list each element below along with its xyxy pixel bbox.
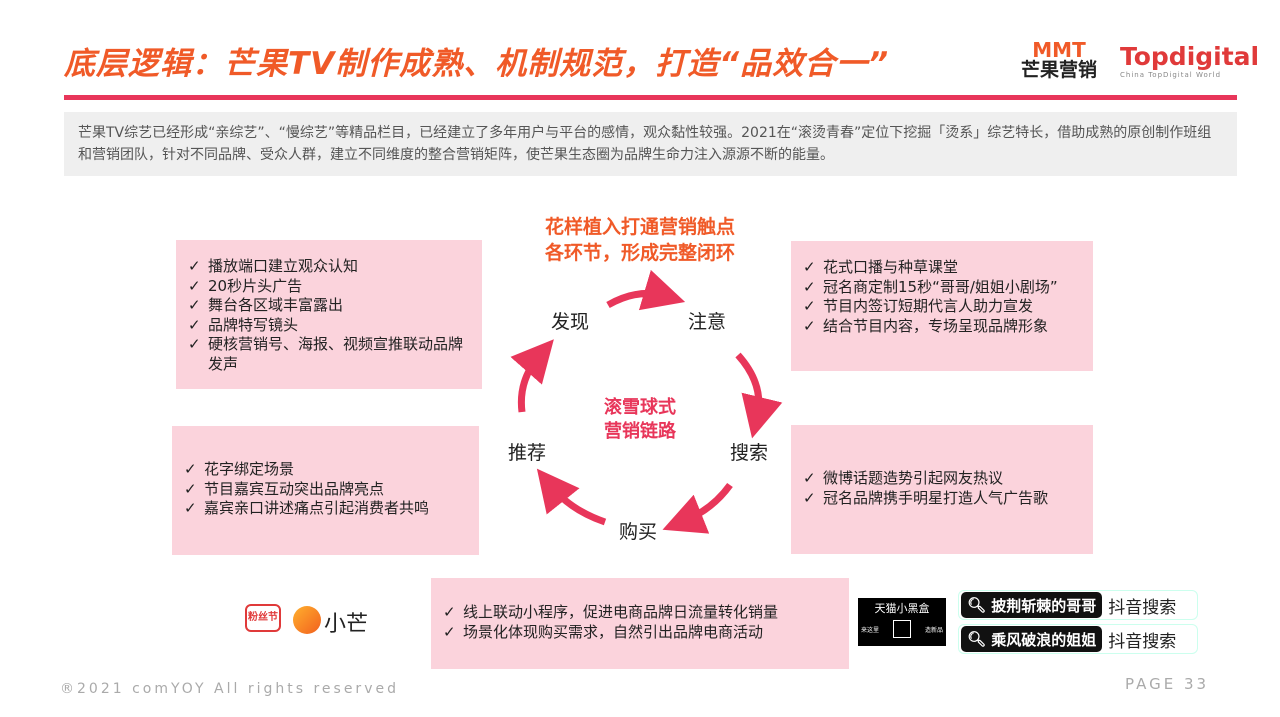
node-recommend: 推荐 (508, 442, 547, 464)
list-item: 冠名品牌携手明星打造人气广告歌 (801, 489, 1083, 509)
tmall-box-title: 天猫小黑盒 (874, 602, 930, 615)
box-icon (893, 620, 911, 638)
list-item: 品牌特写镜头 (186, 316, 472, 336)
heading-line-2: 各环节，形成完整闭环 (544, 242, 735, 264)
node-discover: 发现 (551, 311, 590, 333)
node-search: 搜索 (730, 442, 769, 464)
page-title: 底层逻辑：芒果TV制作成熟、机制规范，打造“品效合一” (64, 46, 890, 82)
search-term: 乘风破浪的姐姐 (991, 630, 1097, 649)
tmall-box-logo: 天猫小黑盒 来这里 造新品 (858, 598, 946, 646)
topdigital-logo: Topdigital China TopDigital World (1120, 42, 1259, 79)
list-item: 场景化体现购买需求，自然引出品牌电商活动 (441, 623, 839, 643)
mmt-logo-top: MMT (1032, 38, 1086, 62)
list-item: 微博话题造势引起网友热议 (801, 469, 1083, 489)
xiaomang-logo-text: 小芒 (324, 612, 369, 637)
center-line-2: 营销链路 (604, 421, 676, 442)
copyright: ®2021 comYOY All rights reserved (60, 681, 399, 697)
list-item: 20秒片头广告 (186, 277, 472, 297)
mmt-logo: MMT 芒果营销 (1020, 40, 1098, 80)
topdigital-sub: China TopDigital World (1120, 71, 1222, 79)
purchase-box: 线上联动小程序，促进电商品牌日流量转化销量 场景化体现购买需求，自然引出品牌电商… (431, 578, 849, 669)
node-attention: 注意 (688, 311, 727, 333)
list-item: 嘉宾亲口讲述痛点引起消费者共鸣 (182, 499, 469, 519)
intro-text: 芒果TV综艺已经形成“亲综艺”、“慢综艺”等精品栏目，已经建立了多年用户与平台的… (64, 112, 1237, 176)
search-icon: 🔍︎ (967, 630, 987, 648)
douyin-search-label: 抖音搜索 (1108, 631, 1177, 652)
arrow-discover-attention (606, 269, 686, 311)
tmall-right: 造新品 (924, 626, 943, 634)
tmall-left: 来这里 (861, 626, 880, 634)
list-item: 舞台各区域丰富露出 (186, 296, 472, 316)
xiaomang-logo-icon (293, 606, 321, 634)
arrow-attention-search (735, 352, 783, 439)
node-purchase: 购买 (619, 521, 658, 543)
arrow-recommend-discover (510, 339, 554, 413)
arrow-purchase-recommend (536, 468, 607, 526)
attention-box: 花式口播与种草课堂 冠名商定制15秒“哥哥/姐姐小剧场” 节目内签订短期代言人助… (791, 241, 1093, 371)
list-item: 花字绑定场景 (182, 460, 469, 480)
douyin-search-banner-2: 🔍︎ 乘风破浪的姐姐 抖音搜索 (958, 624, 1198, 654)
list-item: 冠名商定制15秒“哥哥/姐姐小剧场” (801, 278, 1083, 298)
discover-box: 播放端口建立观众认知 20秒片头广告 舞台各区域丰富露出 品牌特写镜头 硬核营销… (176, 240, 482, 389)
search-box: 微博话题造势引起网友热议 冠名品牌携手明星打造人气广告歌 (791, 425, 1093, 554)
title-divider (64, 95, 1237, 100)
search-icon: 🔍︎ (967, 596, 987, 614)
douyin-search-label: 抖音搜索 (1108, 597, 1177, 618)
douyin-search-banner-1: 🔍︎ 披荆斩棘的哥哥 抖音搜索 (958, 590, 1198, 620)
center-line-1: 滚雪球式 (604, 397, 676, 418)
list-item: 结合节目内容，专场呈现品牌形象 (801, 317, 1083, 337)
arrow-search-purchase (662, 482, 733, 534)
diagram-heading: 花样植入打通营销触点 各环节，形成完整闭环 (480, 214, 800, 266)
list-item: 节目内签订短期代言人助力宣发 (801, 297, 1083, 317)
list-item: 线上联动小程序，促进电商品牌日流量转化销量 (441, 603, 839, 623)
list-item: 节目嘉宾互动突出品牌亮点 (182, 480, 469, 500)
list-item: 花式口播与种草课堂 (801, 258, 1083, 278)
page-number: PAGE 33 (1125, 675, 1210, 693)
diagram-center-label: 滚雪球式 营销链路 (570, 396, 710, 444)
mmt-logo-bottom: 芒果营销 (1020, 59, 1097, 81)
fensi-logo: 粉丝节 (245, 604, 281, 632)
heading-line-1: 花样植入打通营销触点 (544, 216, 735, 238)
search-term: 披荆斩棘的哥哥 (991, 596, 1097, 615)
topdigital-text: Topdigital (1120, 42, 1260, 71)
list-item: 播放端口建立观众认知 (186, 257, 472, 277)
recommend-box: 花字绑定场景 节目嘉宾互动突出品牌亮点 嘉宾亲口讲述痛点引起消费者共鸣 (172, 426, 479, 555)
list-item: 硬核营销号、海报、视频宣推联动品牌发声 (186, 335, 472, 374)
